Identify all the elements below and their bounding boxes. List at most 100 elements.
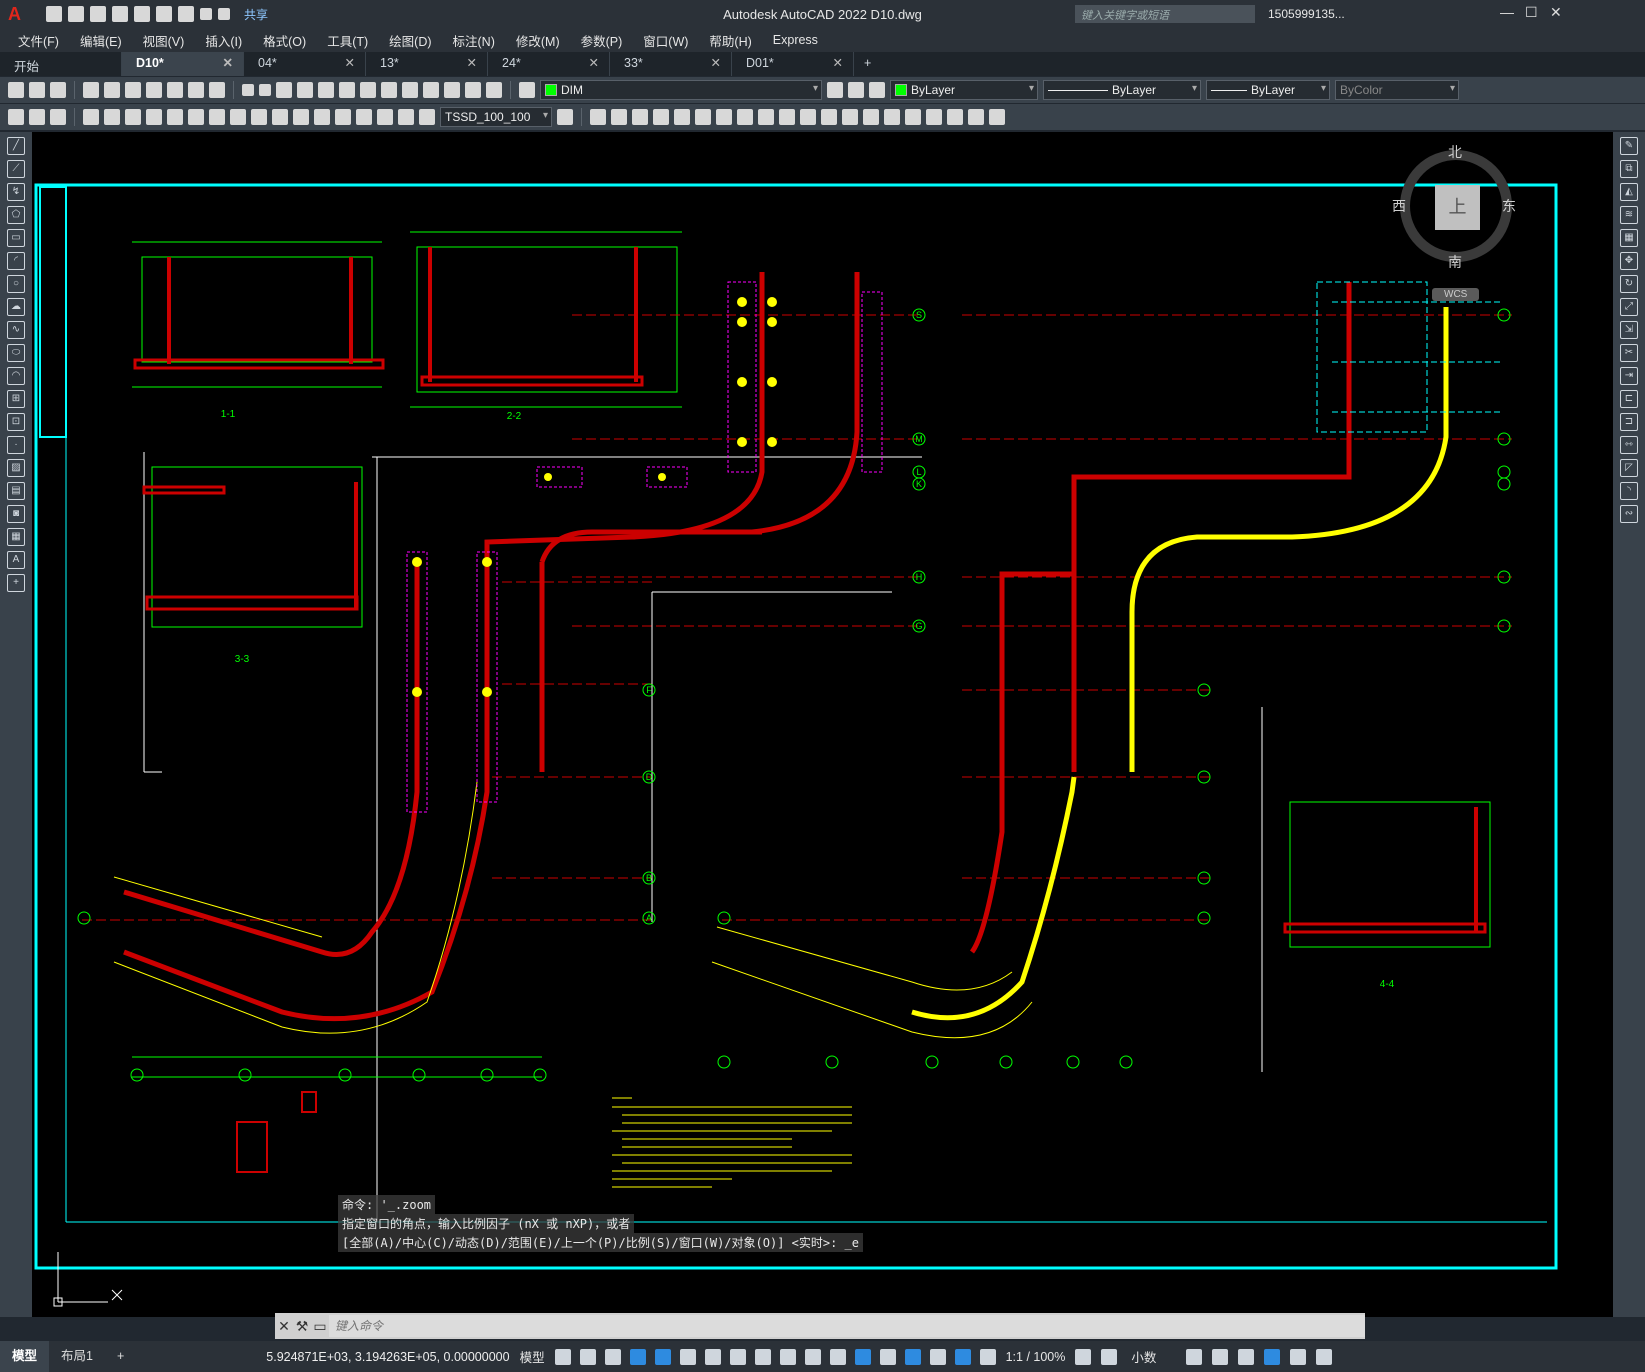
dimstyle-icon[interactable]	[557, 109, 573, 125]
dim-text-edit-icon[interactable]	[398, 109, 414, 125]
lock-ui-icon[interactable]	[1212, 1348, 1229, 1365]
open-web-icon[interactable]	[134, 6, 150, 22]
lineweight-dropdown[interactable]: ByLayer▾	[1206, 80, 1330, 100]
dimstyle-dropdown[interactable]: TSSD_100_100▾	[440, 107, 552, 127]
ellipse-icon[interactable]: ⬭	[7, 344, 25, 362]
center-mark-icon[interactable]	[314, 109, 330, 125]
copy-icon[interactable]: ⧉	[1620, 160, 1638, 178]
viewcube-east[interactable]: 东	[1502, 198, 1516, 214]
model-space-button[interactable]: 模型	[519, 1351, 545, 1365]
layer-previous-icon[interactable]	[848, 82, 864, 98]
arc-icon[interactable]: ◜	[7, 252, 25, 270]
tool-palettes-icon[interactable]	[402, 82, 418, 98]
object-snap-tracking-icon[interactable]	[729, 1348, 746, 1365]
rectangle-icon[interactable]: ▭	[7, 229, 25, 247]
redo-icon[interactable]	[259, 84, 271, 96]
break-at-point-icon[interactable]: ⊏	[1620, 390, 1638, 408]
new-file-icon[interactable]	[8, 82, 24, 98]
viewcube-west[interactable]: 西	[1392, 198, 1406, 214]
fillet-icon[interactable]: ◝	[1620, 482, 1638, 500]
copy-icon[interactable]	[167, 82, 183, 98]
dim-aligned-icon[interactable]	[29, 109, 45, 125]
dynamic-ucs-icon[interactable]	[879, 1348, 896, 1365]
customize-icon[interactable]: ⚒	[295, 1317, 309, 1334]
make-block-icon[interactable]: ⊡	[7, 413, 25, 431]
user-account[interactable]: 1505999135...	[1268, 7, 1345, 21]
dim-radius-icon[interactable]	[104, 109, 120, 125]
dim-baseline-icon[interactable]	[209, 109, 225, 125]
design-center-icon[interactable]	[381, 82, 397, 98]
group-icon[interactable]	[968, 109, 984, 125]
dim-jogged-icon[interactable]	[125, 109, 141, 125]
open-file-icon[interactable]	[68, 6, 84, 22]
auto-scale-icon[interactable]	[979, 1348, 996, 1365]
line-icon[interactable]: ╱	[7, 137, 25, 155]
share-button[interactable]: 共享	[244, 7, 269, 22]
menu-help[interactable]: 帮助(H)	[709, 34, 752, 49]
new-tab-button[interactable]: +	[864, 56, 872, 70]
customization-icon[interactable]	[1316, 1348, 1333, 1365]
polar-tracking-icon[interactable]	[679, 1348, 696, 1365]
match-properties-icon[interactable]	[209, 82, 225, 98]
trim-icon[interactable]: ✂	[1620, 344, 1638, 362]
move-icon[interactable]	[695, 109, 711, 125]
construction-line-icon[interactable]: ⟋	[7, 160, 25, 178]
calculator-icon[interactable]	[465, 82, 481, 98]
jogged-linear-icon[interactable]	[356, 109, 372, 125]
table-icon[interactable]: ▦	[7, 528, 25, 546]
command-prompt-icon[interactable]: ▭	[313, 1317, 327, 1334]
extend-icon[interactable]: ⇥	[1620, 367, 1638, 385]
offset-icon[interactable]: ≋	[1620, 206, 1638, 224]
pan-icon[interactable]	[276, 82, 292, 98]
menu-tools[interactable]: 工具(T)	[327, 34, 369, 49]
close-button[interactable]: ✕	[1550, 4, 1562, 20]
scale-icon[interactable]	[737, 109, 753, 125]
redo-icon[interactable]	[218, 8, 230, 20]
rotate-icon[interactable]	[716, 109, 732, 125]
minimize-button[interactable]: —	[1500, 4, 1514, 20]
menu-modify[interactable]: 修改(M)	[515, 34, 560, 49]
save-icon[interactable]	[90, 6, 106, 22]
move-icon[interactable]: ✥	[1620, 252, 1638, 270]
publish-icon[interactable]	[125, 82, 141, 98]
add-layout-button[interactable]: +	[116, 1349, 125, 1363]
copy-object-icon[interactable]	[611, 109, 627, 125]
ellipse-arc-icon[interactable]: ◠	[7, 367, 25, 385]
print-icon[interactable]	[178, 6, 194, 22]
viewcube[interactable]: 上	[1400, 150, 1512, 262]
polyline-icon[interactable]: ↯	[7, 183, 25, 201]
menu-format[interactable]: 格式(O)	[263, 34, 307, 49]
layout1-tab[interactable]: 布局1	[61, 1349, 93, 1363]
quick-properties-icon[interactable]	[1186, 1348, 1203, 1365]
help-icon[interactable]	[486, 82, 502, 98]
save-web-icon[interactable]	[156, 6, 172, 22]
menu-draw[interactable]: 绘图(D)	[389, 34, 432, 49]
inspection-icon[interactable]	[335, 109, 351, 125]
ungroup-icon[interactable]	[989, 109, 1005, 125]
isometric-icon[interactable]	[704, 1348, 721, 1365]
close-icon[interactable]: ✕	[344, 56, 355, 70]
color-dropdown[interactable]: ByLayer▾	[890, 80, 1038, 100]
plot-preview-icon[interactable]	[104, 82, 120, 98]
units-dropdown[interactable]: 小数	[1131, 1351, 1157, 1365]
layer-state-icon[interactable]	[869, 82, 885, 98]
mirror-icon[interactable]: ◭	[1620, 183, 1638, 201]
add-selected-icon[interactable]: +	[7, 574, 25, 592]
snap-icon[interactable]	[579, 1348, 596, 1365]
polygon-icon[interactable]: ⬠	[7, 206, 25, 224]
insert-block-icon[interactable]: ⊞	[7, 390, 25, 408]
cut-icon[interactable]	[146, 82, 162, 98]
isolate-objects-icon[interactable]	[1238, 1348, 1255, 1365]
tab-d01[interactable]: D01*✕	[732, 52, 854, 76]
tab-24[interactable]: 24*✕	[488, 52, 610, 76]
multiline-text-icon[interactable]: A	[7, 551, 25, 569]
dim-break-icon[interactable]	[272, 109, 288, 125]
search-input[interactable]: 键入关键字或短语	[1075, 5, 1255, 23]
spline-icon[interactable]: ∿	[7, 321, 25, 339]
dim-continue-icon[interactable]	[230, 109, 246, 125]
dim-arc-icon[interactable]	[50, 109, 66, 125]
workspace-gear-icon[interactable]	[1075, 1348, 1092, 1365]
annotation-monitor-icon[interactable]	[1101, 1348, 1118, 1365]
tab-d10[interactable]: D10*✕	[122, 52, 244, 76]
close-icon[interactable]: ✕	[710, 56, 721, 70]
